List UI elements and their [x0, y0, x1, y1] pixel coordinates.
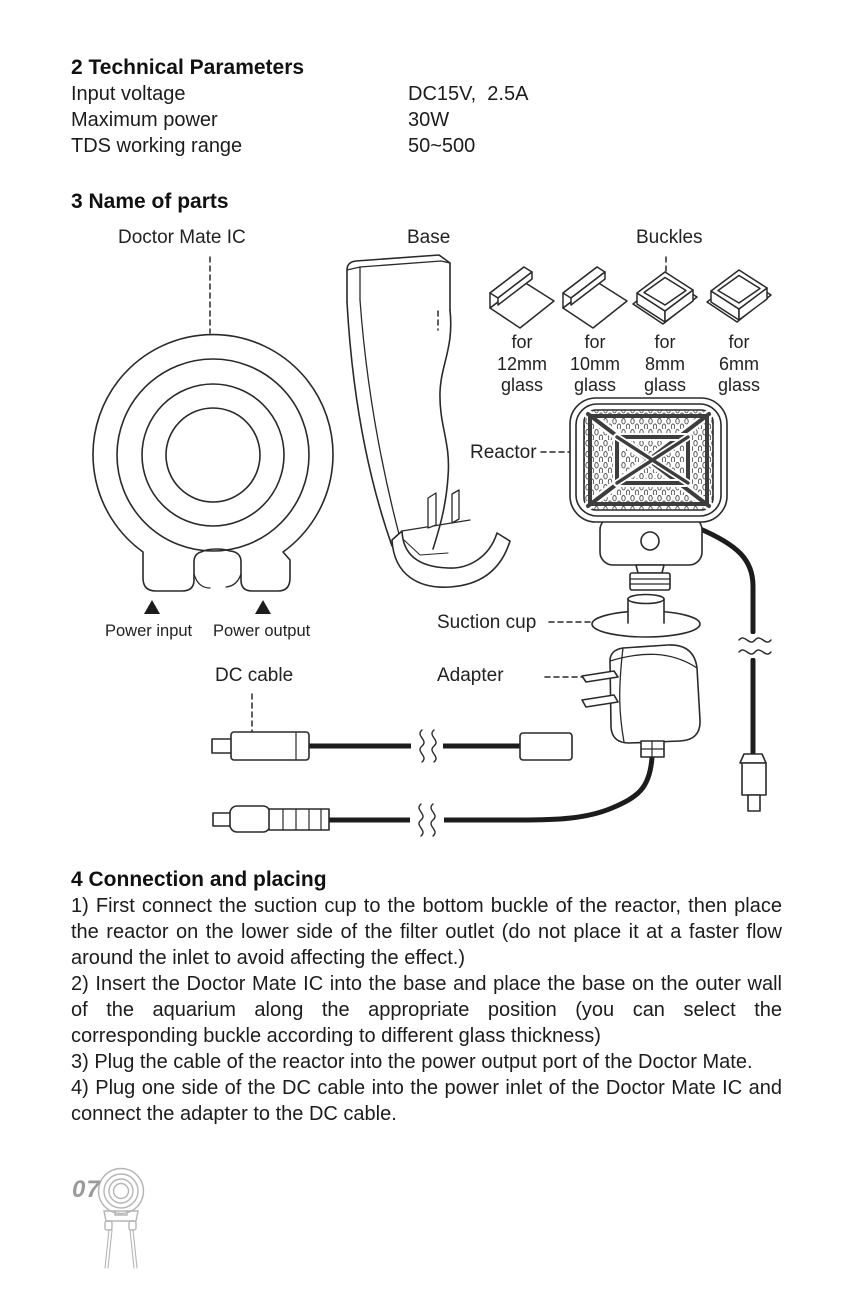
label-doctor-mate-ic: Doctor Mate IC [118, 227, 246, 248]
label-power-input: Power input [105, 622, 193, 640]
param-row-tds-range: TDS working range 50~500 [71, 133, 783, 159]
dc-cable-drawing [211, 729, 573, 763]
suction-cup-drawing [591, 593, 701, 638]
buckle-6mm [706, 269, 772, 323]
buckles-drawing [489, 266, 772, 329]
footer-watermark-icon [97, 1167, 145, 1269]
label-buckles: Buckles [636, 227, 703, 248]
connection-step-2: 2) Insert the Doctor Mate IC into the ba… [71, 973, 782, 1047]
label-suction-cup: Suction cup [437, 612, 537, 633]
param-label: Input voltage [71, 83, 186, 105]
reactor-cable-drawing [695, 525, 772, 812]
connection-steps: 1) First connect the suction cup to the … [71, 893, 782, 1127]
adapter-cable-drawing [212, 754, 655, 837]
param-label: TDS working range [71, 135, 243, 157]
param-value: 30W [408, 109, 450, 131]
label-power-output: Power output [213, 622, 311, 640]
buckle-12mm [489, 266, 555, 329]
connection-step-1: 1) First connect the suction cup to the … [71, 895, 782, 969]
label-base: Base [407, 227, 451, 248]
buckle-8mm [632, 271, 698, 325]
connection-step-4: 4) Plug one side of the DC cable into th… [71, 1077, 782, 1125]
param-label: Maximum power [71, 109, 218, 131]
doctor-mate-ic-drawing [92, 333, 334, 592]
adapter-drawing [581, 644, 701, 758]
param-row-maximum-power: Maximum power 30W [71, 107, 783, 133]
power-input-marker [144, 600, 160, 614]
page-number: 07 [72, 1176, 101, 1203]
power-port-markers [144, 600, 271, 614]
label-dc-cable: DC cable [215, 665, 294, 686]
caption-buckle-8mm: for 8mm glass [643, 332, 687, 395]
param-value: 50~500 [408, 135, 476, 157]
label-adapter: Adapter [437, 665, 504, 686]
connection-step-3: 3) Plug the cable of the reactor into th… [71, 1051, 753, 1073]
parts-diagram: Doctor Mate IC Base Buckles for 12mm gla… [0, 218, 850, 866]
param-value: DC15V, 2.5A [408, 83, 529, 105]
technical-parameters-section: 2 Technical Parameters Input voltage DC1… [71, 54, 783, 159]
param-row-input-voltage: Input voltage DC15V, 2.5A [71, 81, 783, 107]
caption-buckle-10mm: for 10mm glass [569, 332, 620, 395]
caption-buckle-6mm: for 6mm glass [717, 332, 761, 395]
connection-section: 4 Connection and placing 1) First connec… [71, 866, 782, 1127]
parts-diagram-art [92, 254, 772, 837]
section-heading-name-of-parts: 3 Name of parts [71, 190, 229, 213]
section-heading-connection: 4 Connection and placing [71, 868, 327, 891]
caption-buckle-12mm: for 12mm glass [496, 332, 547, 395]
label-reactor: Reactor [470, 442, 537, 463]
page-footer: 07 [60, 1160, 220, 1280]
reactor-drawing [569, 397, 728, 591]
base-drawing [346, 254, 511, 588]
power-output-marker [255, 600, 271, 614]
reactor-truss [583, 409, 714, 511]
buckle-10mm [562, 266, 628, 329]
section-heading-technical-parameters: 2 Technical Parameters [71, 56, 305, 79]
